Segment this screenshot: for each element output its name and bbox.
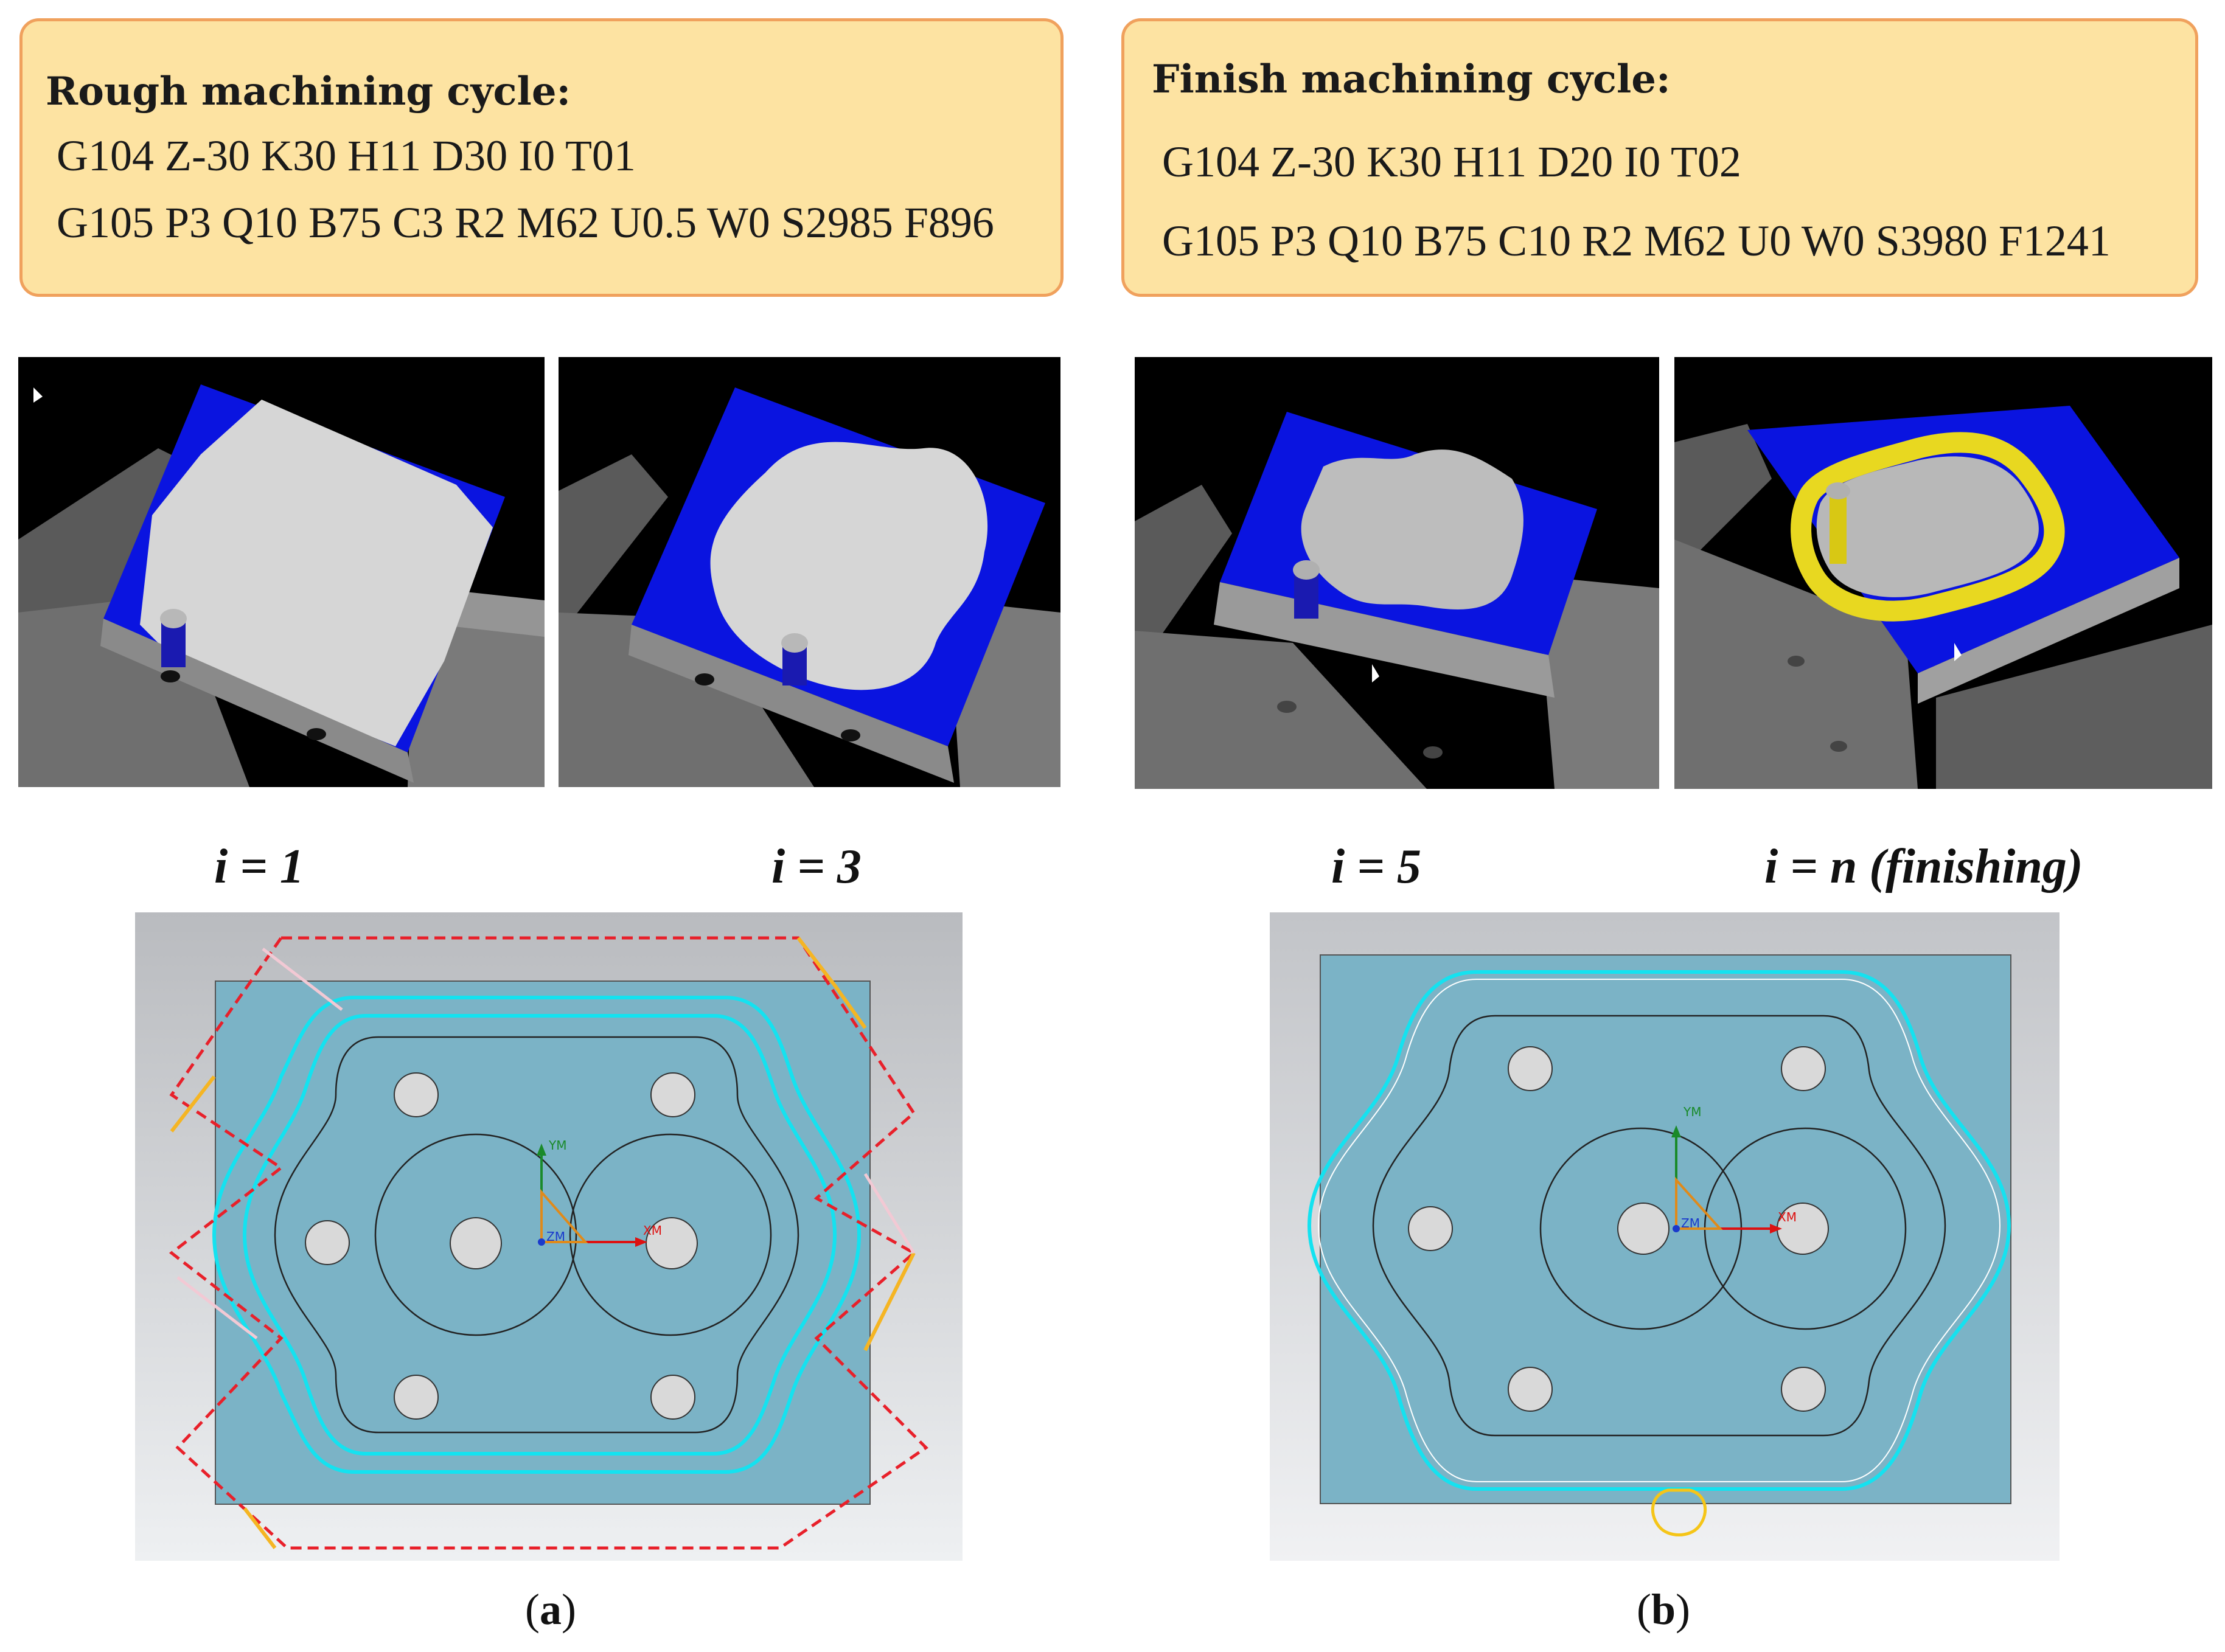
toolpath-view-rough-graphic: YM XM ZM xyxy=(135,912,963,1561)
axis-z-label-a: ZM xyxy=(546,1229,565,1244)
sim-view-i3-graphic xyxy=(559,387,1060,787)
rough-cycle-box: Rough machining cycle: G104 Z-30 K30 H11… xyxy=(19,18,1064,297)
sim-view-i1 xyxy=(18,357,545,787)
axis-y-label-b: YM xyxy=(1683,1105,1701,1119)
iteration-label-n: i = n (finishing) xyxy=(1764,840,2083,894)
toolpath-view-rough: YM XM ZM xyxy=(135,912,963,1561)
sim-view-i1-graphic xyxy=(18,384,545,787)
iteration-label-1: i = 1 xyxy=(214,840,304,894)
caption-b-letter: b xyxy=(1651,1585,1676,1634)
axis-y-label-a: YM xyxy=(548,1138,566,1153)
sim-view-i5-graphic xyxy=(1135,412,1659,789)
rough-cycle-line-1: G104 Z-30 K30 H11 D30 I0 T01 xyxy=(57,131,636,180)
finish-cycle-title: Finish machining cycle: xyxy=(1152,57,1671,102)
axis-x-label-b: XM xyxy=(1778,1210,1797,1224)
rough-cycle-line-2: G105 P3 Q10 B75 C3 R2 M62 U0.5 W0 S2985 … xyxy=(57,198,994,247)
toolpath-view-finish-graphic: YM XM ZM xyxy=(1270,912,2060,1561)
caption-a: (a) xyxy=(525,1585,576,1634)
sim-view-i3 xyxy=(559,357,1060,787)
finish-cycle-line-1: G104 Z-30 K30 H11 D20 I0 T02 xyxy=(1162,137,1741,186)
sim-view-i5 xyxy=(1135,357,1659,789)
sim-view-finishing-graphic xyxy=(1674,406,2212,789)
finish-cycle-line-2: G105 P3 Q10 B75 C10 R2 M62 U0 W0 S3980 F… xyxy=(1162,217,2111,265)
caption-a-letter: a xyxy=(539,1585,562,1634)
iteration-label-3: i = 3 xyxy=(771,840,862,894)
toolpath-view-finish: YM XM ZM xyxy=(1270,912,2060,1561)
caption-b: (b) xyxy=(1637,1585,1691,1634)
rough-cycle-title: Rough machining cycle: xyxy=(46,69,571,114)
sim-view-finishing xyxy=(1674,357,2212,789)
iteration-label-5: i = 5 xyxy=(1331,840,1421,894)
axis-x-label-a: XM xyxy=(643,1223,662,1238)
axis-z-label-b: ZM xyxy=(1681,1216,1700,1230)
finish-cycle-box: Finish machining cycle: G104 Z-30 K30 H1… xyxy=(1121,18,2198,297)
